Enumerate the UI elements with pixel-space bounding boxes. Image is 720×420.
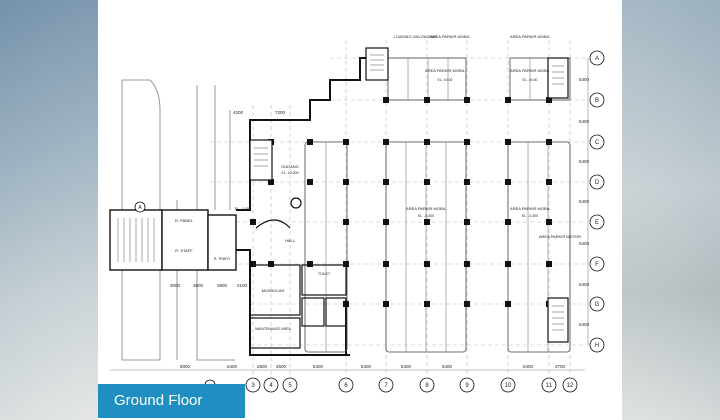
- col-label-3: 3: [251, 383, 255, 389]
- dim-row-3: 5400: [579, 159, 590, 164]
- label-elev-panel: EL. -0.050: [235, 207, 251, 211]
- label-r-panel: R. PANEL: [175, 218, 194, 223]
- parking-stalls: [325, 58, 549, 352]
- row-bubbles: [134, 50, 605, 353]
- label-hall: HALL: [285, 238, 296, 243]
- label-parkir-right: AREA PARKIR MOBIL: [510, 206, 551, 211]
- row-label-e: E: [595, 220, 599, 226]
- label-musholah: MUSHOLAH: [262, 288, 285, 293]
- structural-columns: [250, 97, 552, 307]
- dim-row-7: 5400: [579, 322, 590, 327]
- annex-rooms: [109, 209, 237, 271]
- col-label-11: 11: [546, 383, 553, 389]
- parking-bays: [304, 57, 571, 353]
- col-label-5: 5: [288, 383, 292, 389]
- row-label-h: H: [595, 343, 599, 349]
- dim-mid-1: 3000: [170, 283, 181, 288]
- col-label-12: 12: [567, 383, 574, 389]
- dim-bottom-5: 5400: [313, 364, 324, 369]
- dim-row-5: 5400: [579, 241, 590, 246]
- label-gudang: GUDANG: [281, 164, 299, 169]
- row-label-b: B: [595, 98, 599, 104]
- dim-bottom-2: 5400: [227, 364, 238, 369]
- axis-label-a-left: A: [138, 205, 142, 211]
- label-toilet: TOILET: [318, 272, 331, 276]
- label-elev-main: EL. -0.300: [418, 214, 434, 218]
- dim-bottom-8: 5400: [442, 364, 453, 369]
- dim-bottom-7: 5400: [401, 364, 412, 369]
- dim-top-1: 4200: [233, 110, 244, 115]
- col-label-7: 7: [384, 383, 388, 389]
- building-outline: [236, 57, 386, 356]
- col-label-8: 8: [425, 383, 429, 389]
- dim-bottom-10: 2700: [555, 364, 566, 369]
- background-right: [622, 0, 720, 420]
- dim-bottom-3: 2600: [257, 364, 268, 369]
- dim-row-6: 5400: [579, 282, 590, 287]
- annex-hatch: [117, 218, 155, 262]
- label-elev-right: EL. -0.300: [522, 214, 538, 218]
- label-parkir-b2: AREA PARKIR MOBIL: [510, 68, 551, 73]
- column-bubbles: [204, 377, 578, 393]
- dim-mid-3: 3900: [217, 283, 228, 288]
- label-elev-b2: EL. ±0.00: [523, 78, 538, 82]
- dim-bottom-1: 8000: [180, 364, 191, 369]
- row-label-g: G: [595, 302, 600, 308]
- floor-caption: Ground Floor: [98, 384, 245, 418]
- row-label-f: F: [595, 262, 599, 268]
- dim-row-4: 5400: [579, 199, 590, 204]
- col-label-4: 4: [269, 383, 273, 389]
- dim-row-1: 5400: [579, 77, 590, 82]
- dim-row-2: 5400: [579, 119, 590, 124]
- label-parkir-motor: AREA PARKIR MOTOR: [539, 234, 581, 239]
- label-elev-b1: EL. ±0.00: [438, 78, 453, 82]
- col-label-6: 6: [344, 383, 348, 389]
- col-label-9: 9: [465, 383, 469, 389]
- dim-bottom-9: 5400: [523, 364, 534, 369]
- row-label-a: A: [595, 56, 599, 62]
- label-parkir-main: AREA PARKIR MOBIL: [406, 206, 447, 211]
- stair-cores: [249, 47, 569, 343]
- dim-top-2: 7200: [275, 110, 286, 115]
- label-r-trafo: R. TRAFO: [214, 257, 231, 261]
- row-label-c: C: [595, 140, 600, 146]
- dim-mid-2: 3900: [193, 283, 204, 288]
- dim-mid-4: 2100: [237, 283, 248, 288]
- label-parkir-top-a: AREA PARKIR MOBIL: [430, 34, 471, 39]
- label-parkir-top-b: AREA PARKIR MOBIL: [510, 34, 551, 39]
- label-loading: LOADING UNLOADING: [394, 34, 437, 39]
- interior-rooms: [249, 197, 347, 349]
- dim-bottom-6: 5400: [361, 364, 372, 369]
- background-left: [0, 0, 98, 420]
- dim-bottom-4: 2600: [276, 364, 287, 369]
- label-parkir-b1: AREA PARKIR MOBIL: [425, 68, 466, 73]
- row-label-d: D: [595, 180, 600, 186]
- col-label-10: 10: [505, 383, 512, 389]
- label-r-staff: R. STAFF: [175, 248, 193, 253]
- stair-treads: [254, 54, 564, 331]
- label-elev-gudang: EL. ±0.000: [282, 171, 299, 175]
- label-maintenance: MAINTENANCE AREA: [255, 327, 291, 331]
